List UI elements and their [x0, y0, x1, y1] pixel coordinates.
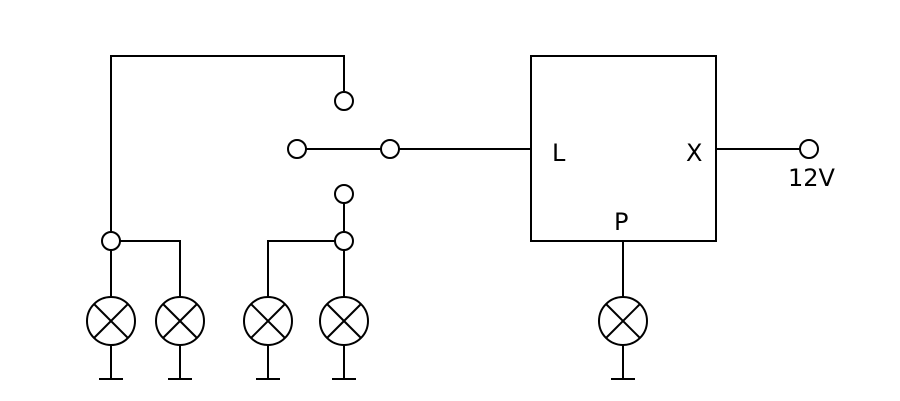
supply-terminal [799, 139, 819, 159]
supply-voltage-label: 12V [788, 164, 836, 192]
switch-left-contact [334, 91, 354, 111]
switch-right-contact [334, 184, 354, 204]
wire-left-junction-to-lamp-2 [111, 240, 181, 297]
lamp-left-1 [86, 296, 136, 380]
pilot-lamp [598, 241, 648, 380]
lamp-right-1 [243, 296, 293, 380]
flasher-terminal-l-label: L [552, 139, 566, 167]
wire-right-junction-to-lamp-1 [267, 240, 344, 297]
left-lamp-group [86, 55, 345, 380]
wire-left-switch-to-left-lamps [110, 55, 345, 241]
lamp-right-2 [319, 296, 369, 380]
flasher-terminal-x-label: X [686, 139, 702, 167]
right-junction-terminal [334, 231, 354, 251]
switch-off-contact [287, 139, 307, 159]
flasher-terminal-p-label: P [614, 208, 628, 236]
switch-common-contact [380, 139, 400, 159]
left-junction-terminal [101, 231, 121, 251]
right-lamp-group [243, 231, 369, 380]
turn-signal-switch [287, 91, 531, 232]
lamp-left-2 [155, 296, 205, 380]
flasher-unit: L X P [530, 55, 717, 242]
supply-connection: 12V [716, 139, 836, 192]
flasher-unit-box [530, 55, 717, 242]
